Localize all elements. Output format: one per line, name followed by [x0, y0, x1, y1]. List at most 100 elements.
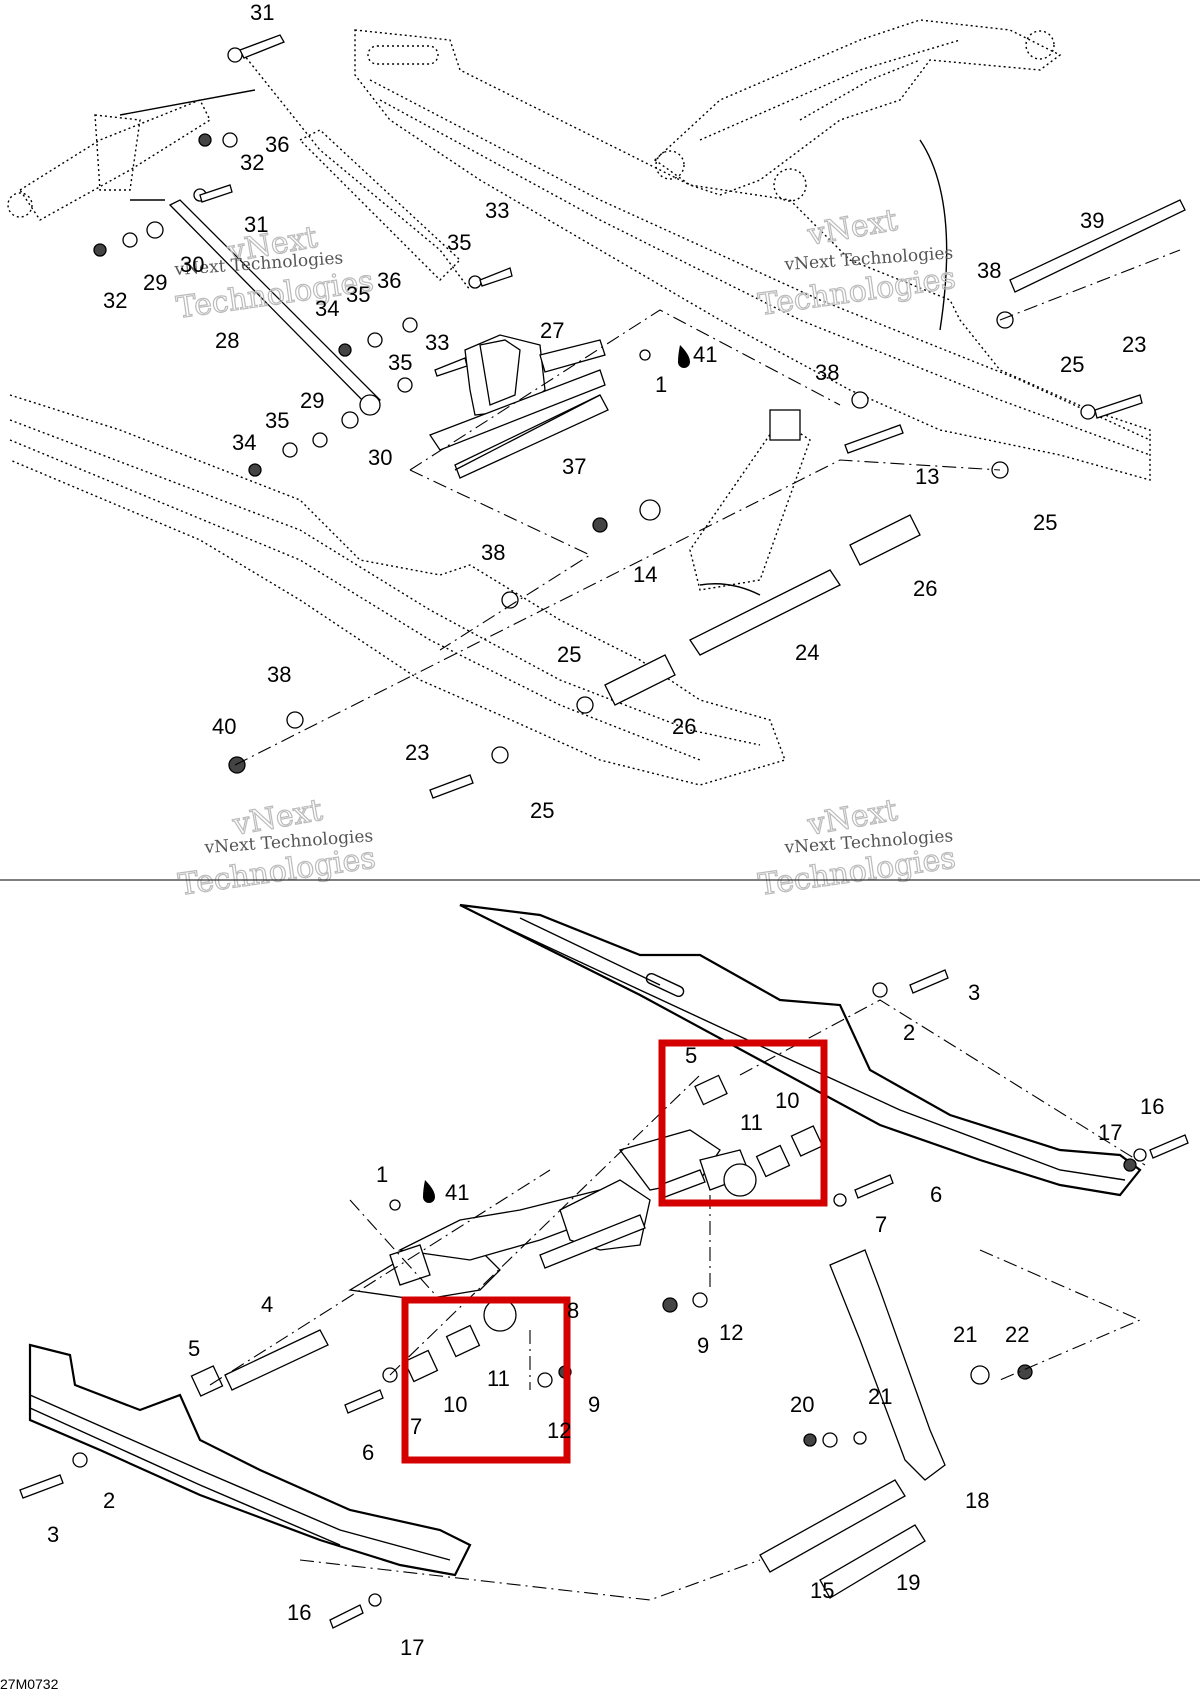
top-callout-38: 38	[815, 360, 839, 385]
shaft-4	[224, 1329, 329, 1391]
top-callout-34: 34	[232, 430, 256, 455]
highlight-box-upper	[658, 1039, 828, 1207]
bottom-callout-21: 21	[953, 1322, 977, 1347]
bottom-callout-2: 2	[903, 1020, 915, 1045]
top-callout-29: 29	[143, 270, 167, 295]
top-callout-labels: 3136323130293228333536353433352935343027…	[103, 0, 1146, 823]
tube-26-right	[849, 514, 921, 566]
top-callout-30: 30	[368, 445, 392, 470]
top-callout-24: 24	[795, 640, 819, 665]
top-exploded-view	[7, 19, 1186, 799]
bottom-callout-5: 5	[188, 1336, 200, 1361]
top-callout-35: 35	[346, 282, 370, 307]
bottom-callout-9: 9	[697, 1333, 709, 1358]
oil-drop-icon	[678, 345, 690, 368]
bottom-callout-3: 3	[47, 1522, 59, 1547]
bottom-callout-15: 15	[810, 1578, 834, 1603]
bottom-callout-1: 1	[376, 1162, 388, 1187]
front-arm-bottom	[348, 1129, 757, 1332]
bottom-callout-17: 17	[400, 1635, 424, 1660]
bottom-callout-17: 17	[1098, 1120, 1122, 1145]
bottom-callout-8: 8	[567, 1298, 579, 1323]
bottom-callout-9: 9	[588, 1392, 600, 1417]
top-callout-32: 32	[103, 288, 127, 313]
top-callout-37: 37	[562, 454, 586, 479]
bottom-callout-10: 10	[775, 1088, 799, 1113]
top-callout-35: 35	[388, 350, 412, 375]
bottom-callout-11: 11	[487, 1366, 510, 1391]
right-rail-bottom	[459, 903, 1142, 1197]
top-callout-28: 28	[215, 328, 239, 353]
top-callout-14: 14	[633, 562, 657, 587]
top-callout-39: 39	[1080, 208, 1104, 233]
top-callout-38: 38	[267, 662, 291, 687]
bottom-callout-41: 41	[445, 1180, 469, 1205]
bottom-callout-2: 2	[103, 1488, 115, 1513]
highlight-box-lower	[401, 1296, 571, 1464]
top-callout-35: 35	[265, 408, 289, 433]
top-callout-36: 36	[265, 132, 289, 157]
top-callout-27: 27	[540, 318, 564, 343]
top-callout-30: 30	[180, 252, 204, 277]
bottom-callout-18: 18	[965, 1488, 989, 1513]
top-callout-23: 23	[1122, 332, 1146, 357]
top-callout-29: 29	[300, 388, 324, 413]
bottom-callout-19: 19	[896, 1570, 920, 1595]
top-callout-25: 25	[530, 798, 554, 823]
figure-code: 27M0732	[0, 1676, 59, 1692]
bottom-callout-21: 21	[868, 1384, 892, 1409]
top-callout-34: 34	[315, 296, 339, 321]
top-callout-1: 1	[655, 372, 667, 397]
top-callout-32: 32	[240, 150, 264, 175]
shaft-24	[689, 569, 841, 656]
left-rail-top	[9, 394, 786, 786]
front-arm-top	[7, 49, 471, 291]
top-callout-25: 25	[1060, 352, 1084, 377]
top-callout-41: 41	[693, 342, 717, 367]
top-callout-23: 23	[405, 740, 429, 765]
bottom-callout-7: 7	[875, 1212, 887, 1237]
bottom-callout-5: 5	[685, 1043, 697, 1068]
shaft-39	[1009, 199, 1186, 293]
bracket-27	[429, 334, 609, 479]
top-callout-33: 33	[485, 198, 509, 223]
top-callout-36: 36	[377, 268, 401, 293]
top-callout-40: 40	[212, 714, 236, 739]
bottom-callout-11: 11	[740, 1110, 763, 1135]
top-callout-26: 26	[672, 714, 696, 739]
top-callout-35: 35	[447, 230, 471, 255]
bottom-callout-6: 6	[930, 1182, 942, 1207]
top-callout-38: 38	[481, 540, 505, 565]
top-callout-25: 25	[557, 642, 581, 667]
bottom-callout-10: 10	[443, 1392, 467, 1417]
rear-arm-top	[653, 19, 1062, 202]
bottom-callout-22: 22	[1005, 1322, 1029, 1347]
tube-26-left	[604, 654, 676, 706]
bottom-callout-6: 6	[362, 1440, 374, 1465]
tube-19	[819, 1524, 926, 1599]
left-rail-bottom	[28, 1343, 472, 1577]
bottom-callout-3: 3	[968, 980, 980, 1005]
bottom-callout-12: 12	[547, 1418, 571, 1443]
bottom-callout-7: 7	[410, 1414, 422, 1439]
top-callout-38: 38	[977, 258, 1001, 283]
top-callout-13: 13	[915, 464, 939, 489]
top-callout-26: 26	[913, 576, 937, 601]
bottom-callout-16: 16	[1140, 1094, 1164, 1119]
hardware-top	[93, 34, 1143, 799]
bottom-exploded-view	[19, 903, 1189, 1629]
bottom-callout-12: 12	[719, 1320, 743, 1345]
oil-drop-icon	[423, 1180, 435, 1203]
shock-absorber	[689, 409, 811, 591]
link-rod-28	[168, 199, 381, 409]
bottom-callout-16: 16	[287, 1600, 311, 1625]
link-18	[829, 1249, 946, 1481]
top-callout-31: 31	[244, 212, 268, 237]
top-callout-31: 31	[250, 0, 274, 25]
bushings-bottom	[190, 1074, 824, 1397]
top-callout-33: 33	[425, 330, 449, 355]
top-callout-25: 25	[1033, 510, 1057, 535]
bottom-callout-20: 20	[790, 1392, 814, 1417]
